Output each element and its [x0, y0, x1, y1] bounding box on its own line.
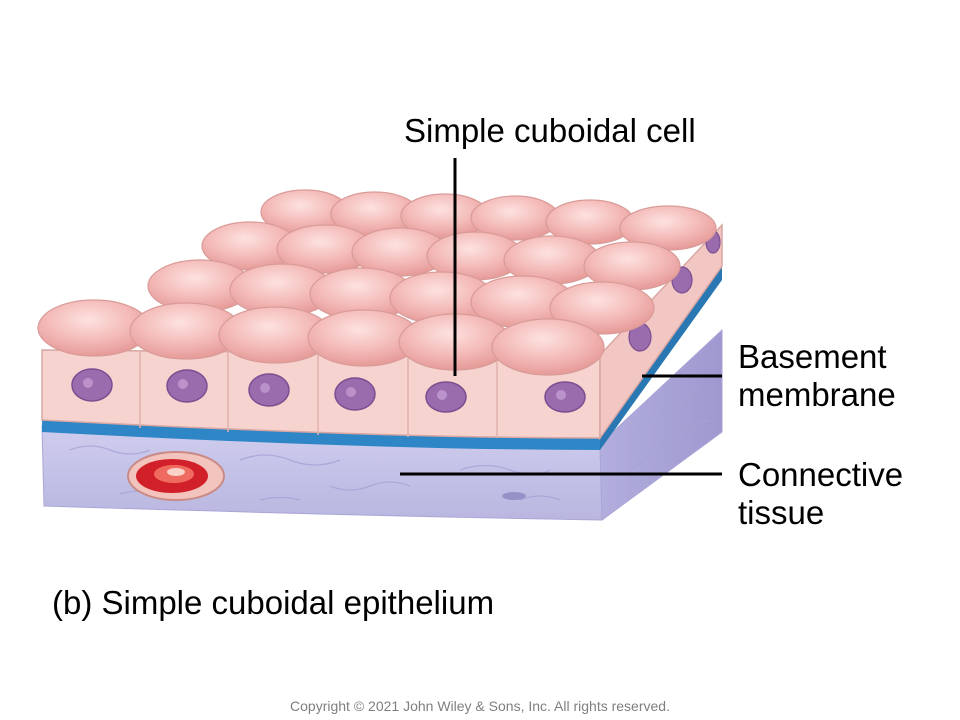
- label-connective-line1: Connective: [738, 456, 904, 493]
- copyright-notice: Copyright © 2021 John Wiley & Sons, Inc.…: [290, 698, 670, 714]
- label-basement-line2: membrane: [738, 376, 896, 413]
- side-cell-column: [599, 223, 723, 441]
- label-connective-tissue: Connective tissue: [738, 456, 903, 532]
- front-cell-row: [41, 349, 601, 439]
- label-basement-membrane: Basement membrane: [738, 338, 896, 414]
- label-connective-line2: tissue: [738, 494, 825, 531]
- label-basement-line1: Basement: [738, 338, 887, 375]
- figure-caption: (b) Simple cuboidal epithelium: [52, 584, 495, 621]
- fibroblast-nucleus: [502, 492, 526, 500]
- blood-vessel: [127, 451, 225, 501]
- label-simple-cuboidal-cell: Simple cuboidal cell: [404, 112, 696, 150]
- label-cell-text: Simple cuboidal cell: [404, 112, 696, 149]
- cell-apical-surfaces: [37, 189, 717, 376]
